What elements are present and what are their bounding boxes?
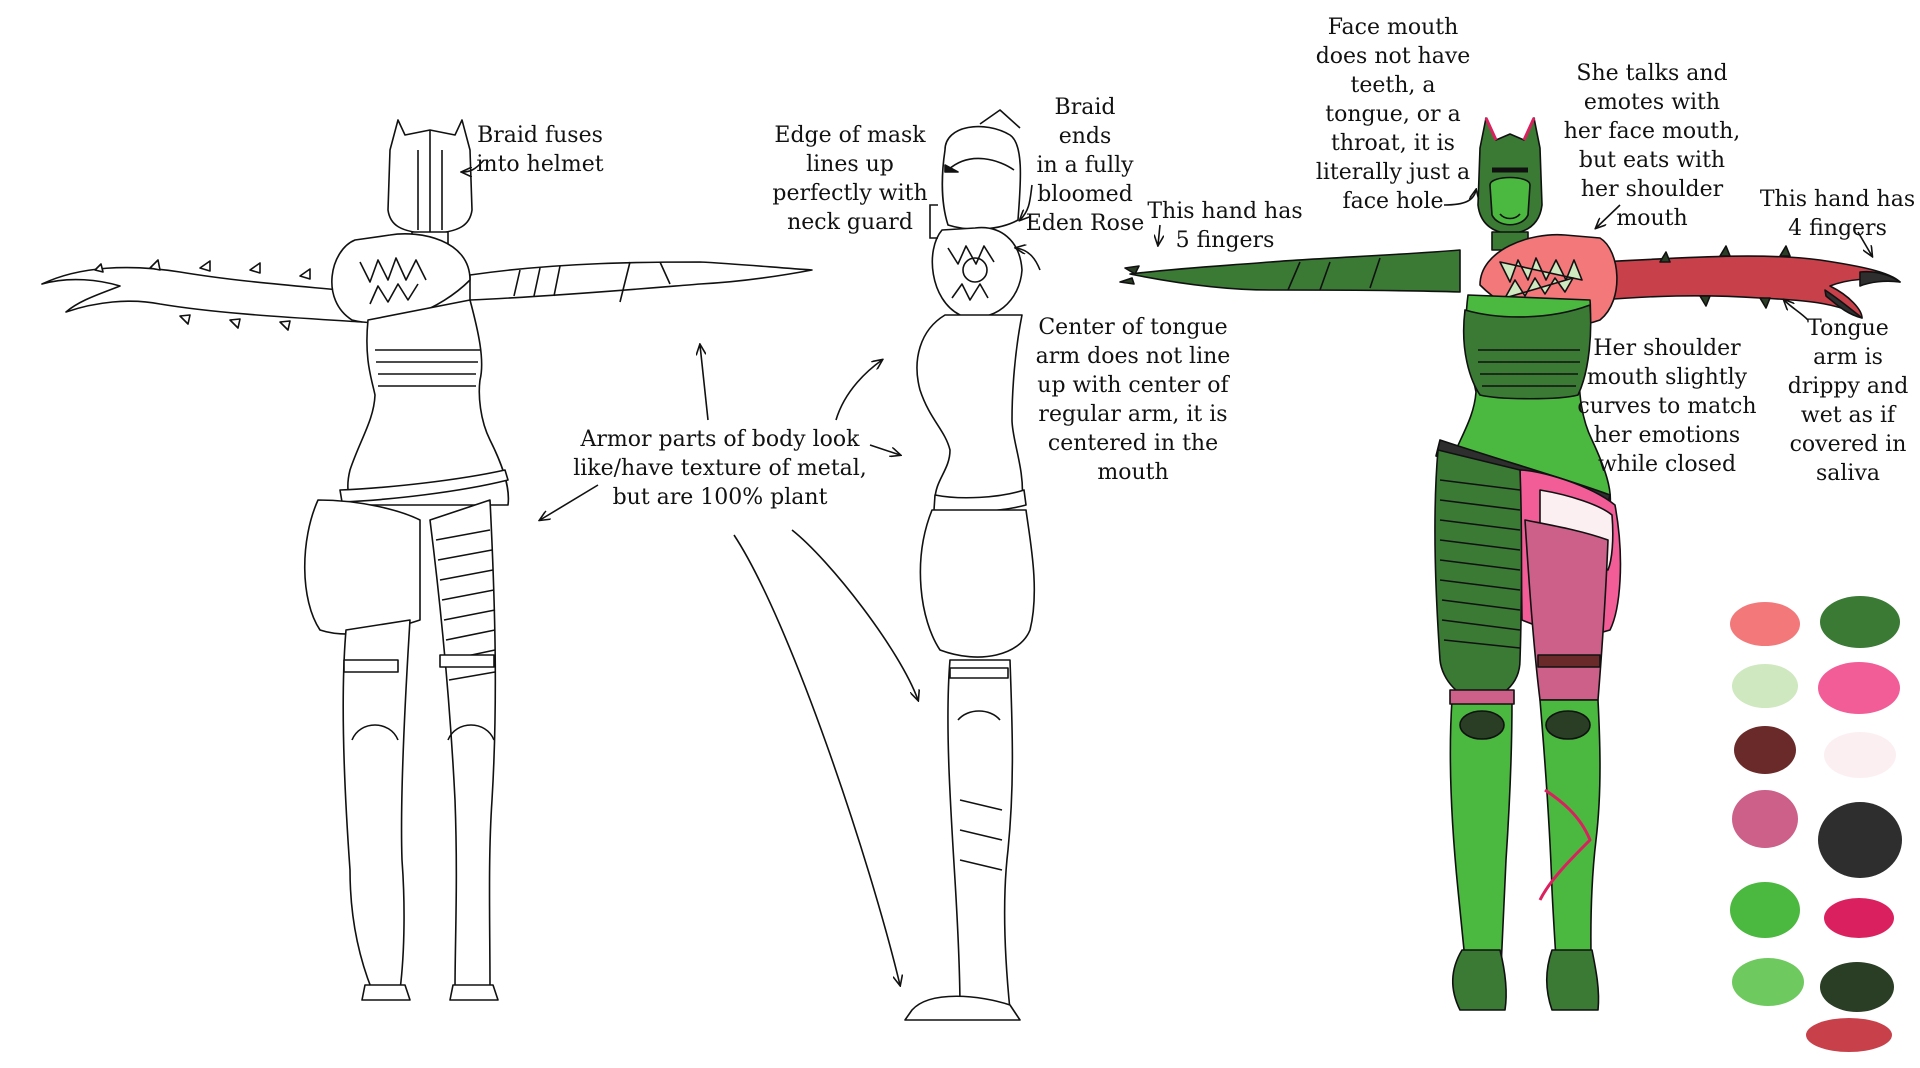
annotation-edge-of-mask: Edge of mask lines up perfectly with nec… <box>772 123 928 235</box>
swatch-hot-pink <box>1818 662 1900 714</box>
colored-face <box>1489 176 1531 226</box>
annotation-braid-ends: Braid ends in a fully bloomed Eden Rose <box>1025 95 1145 236</box>
colored-leg-right-lower <box>1539 699 1601 991</box>
front-regular-arm <box>469 261 813 301</box>
swatch-mauve <box>1732 790 1798 848</box>
annotation-center-tongue: Center of tongue arm does not line up wi… <box>1035 315 1231 485</box>
swatch-crimson <box>1824 898 1894 938</box>
annotation-tongue-arm: Tongue arm is drippy and wet as if cover… <box>1787 316 1909 486</box>
colored-tongue-arm <box>1599 255 1901 319</box>
colored-regular-arm <box>1129 249 1461 293</box>
annotation-arrows <box>462 159 1872 985</box>
annotation-braid-fuses: Braid fuses into helmet <box>476 123 604 177</box>
side-skirt <box>919 509 1036 658</box>
swatch-blush-white <box>1824 732 1896 778</box>
swatch-bright-green <box>1730 882 1800 938</box>
palette-swatches <box>1730 596 1902 1052</box>
front-leg-left <box>342 619 411 991</box>
swatch-tongue-red <box>1806 1018 1892 1052</box>
swatch-light-green <box>1732 958 1804 1006</box>
annotation-she-talks: She talks and emotes with her face mouth… <box>1563 61 1741 231</box>
front-leg-right <box>429 499 497 991</box>
swatch-maroon <box>1734 726 1796 774</box>
annotation-armor-parts: Armor parts of body look like/have textu… <box>573 427 867 510</box>
swatch-forest-black <box>1820 962 1894 1012</box>
front-lineart-figure <box>41 119 813 1001</box>
colored-armored-leg <box>1434 449 1523 701</box>
color-palette <box>1720 592 1910 1052</box>
swatch-salmon-pink <box>1730 602 1800 646</box>
annotation-hand-5: This hand has 5 fingers <box>1147 199 1303 253</box>
front-skirt <box>303 499 421 635</box>
annotation-face-mouth: Face mouth does not have teeth, a tongue… <box>1315 15 1471 214</box>
colored-chest-armor <box>1462 304 1592 400</box>
annotation-shoulder-mouth: Her shoulder mouth slightly curves to ma… <box>1577 336 1757 477</box>
side-lineart-figure <box>904 109 1036 1021</box>
colored-leg-right <box>1524 519 1609 701</box>
colored-figure <box>1119 117 1901 1011</box>
front-torso <box>347 299 510 506</box>
swatch-dark-green <box>1820 596 1900 648</box>
annotation-hand-4: This hand has 4 fingers <box>1759 187 1916 241</box>
front-tongue-arm <box>41 266 363 323</box>
swatch-charcoal <box>1818 802 1902 878</box>
colored-leg-left <box>1449 699 1513 991</box>
side-helmet <box>941 125 1022 230</box>
side-torso <box>916 314 1024 501</box>
swatch-pale-green <box>1732 664 1798 708</box>
